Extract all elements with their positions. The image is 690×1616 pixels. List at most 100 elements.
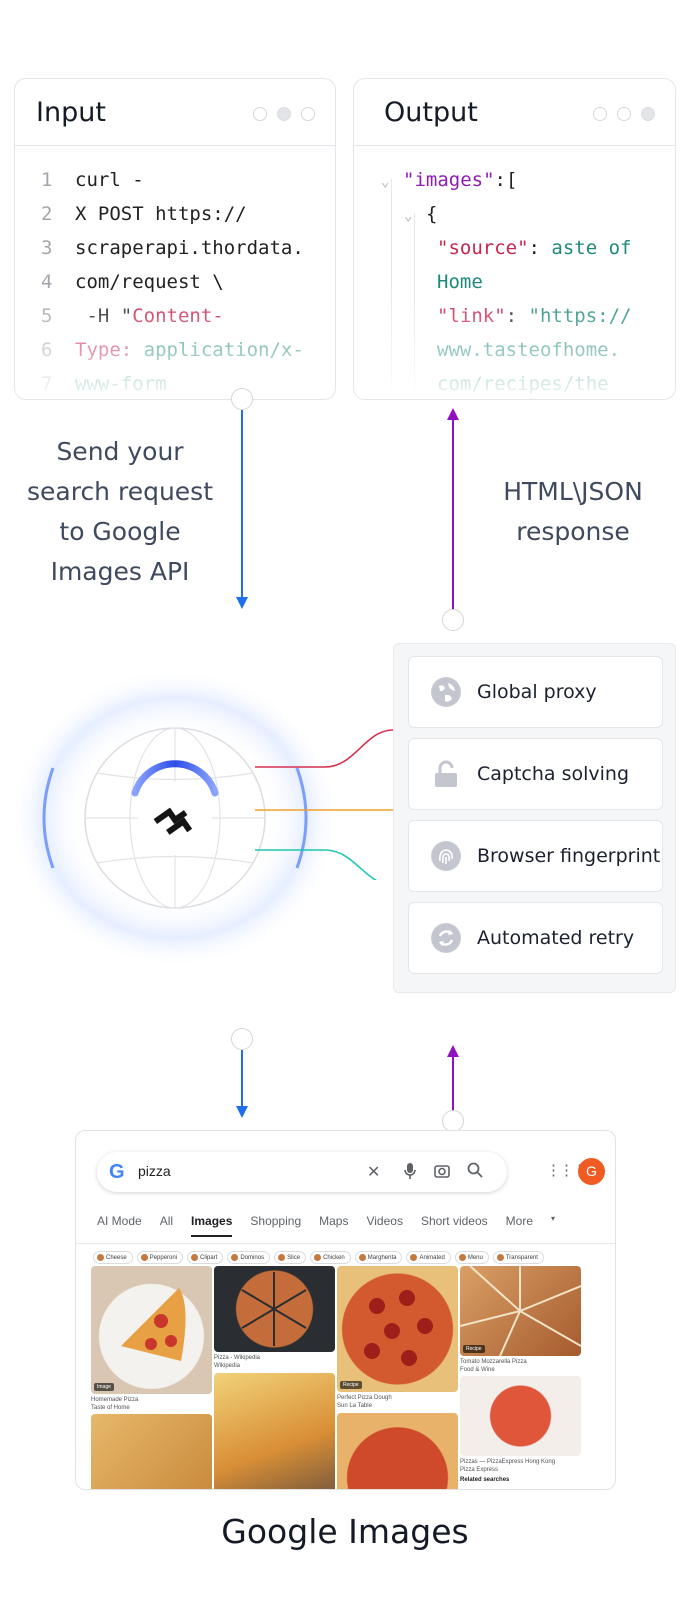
- arrow-down-icon: [236, 597, 248, 609]
- chip-thumbnail-icon: [358, 1254, 366, 1261]
- window-dot-icon: [641, 107, 655, 121]
- avatar[interactable]: G: [578, 1158, 605, 1185]
- chevron-down-icon: ▾: [551, 1214, 556, 1223]
- code-token: X POST https://: [75, 203, 247, 225]
- microphone-icon[interactable]: [403, 1162, 417, 1185]
- request-arrow-line: [241, 410, 243, 598]
- tab-all[interactable]: All: [159, 1214, 174, 1228]
- chip-thumbnail-icon: [231, 1254, 239, 1261]
- google-search-query[interactable]: pizza: [138, 1163, 171, 1179]
- arrow-up-icon: [447, 1045, 459, 1057]
- code-line: 5 -H "Content-: [15, 299, 335, 333]
- tab-images[interactable]: Images: [191, 1214, 233, 1237]
- connection-lines: [255, 729, 394, 880]
- camera-icon[interactable]: [433, 1162, 451, 1185]
- image-result[interactable]: [337, 1413, 458, 1489]
- tab-ai-mode[interactable]: AI Mode: [97, 1214, 142, 1228]
- features-panel: Global proxy Captcha solving Browser fin…: [393, 643, 676, 993]
- filter-chip[interactable]: Pepperoni: [136, 1251, 184, 1264]
- image-result[interactable]: [460, 1376, 581, 1456]
- code-token: Content-: [132, 305, 224, 327]
- filter-chip[interactable]: Margherita: [354, 1251, 403, 1264]
- code-token: curl -: [75, 169, 144, 191]
- json-token: www.tasteofhome.: [437, 339, 621, 361]
- json-token: :: [505, 305, 529, 327]
- chip-label: Pepperoni: [149, 1254, 178, 1261]
- input-connector: [231, 388, 253, 410]
- filter-chip[interactable]: Clipart: [187, 1251, 224, 1264]
- apps-grid-icon[interactable]: ⋮⋮⋮: [546, 1162, 587, 1179]
- result-badge: Recipe: [463, 1345, 485, 1353]
- json-token: :[: [494, 169, 518, 191]
- image-result[interactable]: Recipe: [460, 1266, 581, 1356]
- chevron-down-icon[interactable]: ⌄: [381, 174, 390, 190]
- image-result[interactable]: Recipe: [337, 1266, 458, 1392]
- window-dot-icon: [253, 107, 267, 121]
- json-line: www.tasteofhome.: [354, 333, 675, 367]
- image-result[interactable]: Image: [91, 1266, 212, 1394]
- feature-global-proxy: Global proxy: [408, 656, 663, 728]
- image-result[interactable]: [214, 1266, 335, 1352]
- tab-videos[interactable]: Videos: [366, 1214, 403, 1228]
- tab-short-videos[interactable]: Short videos: [420, 1214, 488, 1228]
- feature-label: Global proxy: [477, 681, 597, 703]
- google-search-bar[interactable]: G pizza ✕: [97, 1152, 507, 1192]
- filter-chip[interactable]: Animated: [406, 1251, 451, 1264]
- feature-captcha-solving: Captcha solving: [408, 738, 663, 810]
- result-badge: Recipe: [340, 1381, 362, 1389]
- filter-chip[interactable]: Dominos: [227, 1251, 271, 1264]
- image-result[interactable]: [91, 1414, 212, 1489]
- features-connector: [442, 609, 464, 631]
- chevron-down-icon[interactable]: ⌄: [404, 208, 413, 224]
- arrow-up-icon: [447, 408, 459, 420]
- chip-thumbnail-icon: [97, 1254, 104, 1261]
- close-icon[interactable]: ✕: [367, 1164, 381, 1181]
- filter-chip[interactable]: Cheese: [93, 1251, 133, 1264]
- feature-browser-fingerprint: Browser fingerprint: [408, 820, 663, 892]
- filter-chip[interactable]: Menu: [454, 1251, 489, 1264]
- image-result[interactable]: [214, 1373, 335, 1489]
- window-controls: [253, 107, 315, 121]
- json-line: ⌄{: [354, 197, 675, 231]
- line-number: 4: [41, 271, 53, 293]
- filter-chip[interactable]: Chicken: [310, 1251, 351, 1264]
- chip-label: Margherita: [367, 1254, 397, 1261]
- chip-thumbnail-icon: [458, 1254, 466, 1261]
- window-dot-icon: [593, 107, 607, 121]
- json-token: "images": [403, 169, 495, 191]
- filter-chip[interactable]: Transparent: [492, 1251, 544, 1264]
- json-line: "link": "https://: [354, 299, 675, 333]
- window-dot-icon: [617, 107, 631, 121]
- chip-label: Slice: [287, 1254, 301, 1261]
- tab-more[interactable]: More: [505, 1214, 533, 1228]
- search-icon[interactable]: [467, 1162, 483, 1183]
- chip-thumbnail-icon: [410, 1254, 418, 1261]
- chip-thumbnail-icon: [278, 1254, 286, 1261]
- google-logo-icon: G: [109, 1161, 125, 1183]
- response-arrow-line: [452, 1055, 454, 1111]
- feature-label: Automated retry: [477, 927, 635, 949]
- lock-icon: [431, 759, 461, 789]
- chip-thumbnail-icon: [191, 1254, 199, 1261]
- json-token: com/recipes/the: [437, 373, 609, 395]
- output-panel-header: Output: [354, 79, 675, 146]
- json-token: aste of: [551, 237, 632, 259]
- related-searches-label: Related searches: [460, 1477, 510, 1483]
- chip-thumbnail-icon: [496, 1254, 504, 1261]
- tab-maps[interactable]: Maps: [319, 1214, 349, 1228]
- filter-chip[interactable]: Slice: [274, 1251, 307, 1264]
- tab-shopping[interactable]: Shopping: [250, 1214, 302, 1228]
- chip-label: Cheese: [106, 1254, 127, 1261]
- json-token: "link": [437, 305, 506, 327]
- arrow-down-icon: [236, 1106, 248, 1118]
